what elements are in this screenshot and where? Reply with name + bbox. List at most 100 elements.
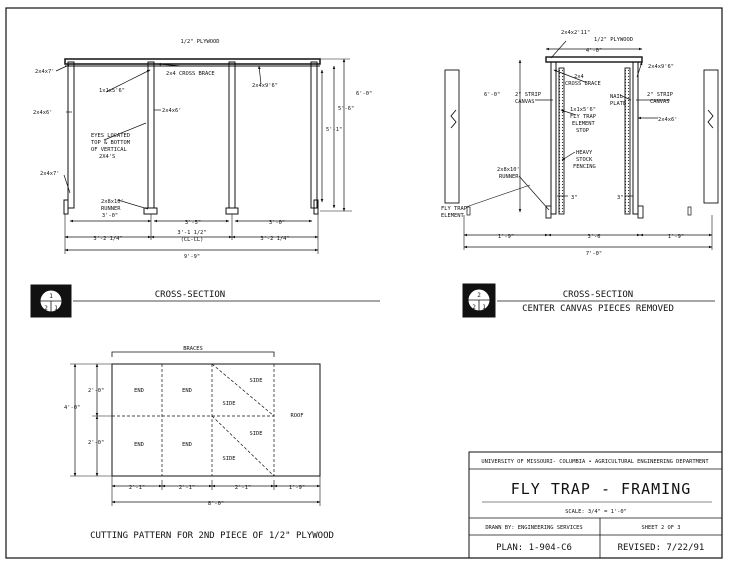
label-nail-plate: PLATE [610,101,626,107]
dim-5-1: 5'-1" [326,127,342,133]
piece-side: SIDE [250,431,263,437]
plan-number: PLAN: 1-904-C6 [496,543,572,553]
dim-cl-cl: (CL-CL) [181,237,204,243]
dim-3-1-1-2: 3'-1 1/2" [177,230,206,236]
runner [225,207,239,215]
vertical-2x4 [67,61,75,209]
label-element-stop: ELEMENT [572,121,595,127]
drawing-title: FLY TRAP - FRAMING [511,480,692,498]
label-1x1: 1x1x5'6" [99,88,125,94]
dim-1-9: 1'-9" [668,234,684,240]
dim-4-0: 4'-0" [586,48,602,54]
label-element-stop: STOP [576,128,589,134]
plywood-sheet [111,363,321,477]
section-title-text: CROSS-SECTION [155,290,225,300]
piece-side: SIDE [250,378,263,384]
label-eyes: EYES LOCATED [91,133,130,139]
vertical-2x4 [632,61,639,215]
sheet-number: 2 [44,305,48,312]
piece-side: SIDE [223,401,236,407]
dim-7-0: 7'-0" [586,251,602,257]
dim-2-1: 2'-1" [235,485,251,491]
label-2x4x7: 2x4x7' [40,171,59,177]
piece-end: END [134,442,144,448]
label-2x4x7: 2x4x7' [35,69,54,75]
cutting-pattern [70,351,321,506]
section-title-text: CROSS-SECTION [563,290,633,300]
cross-section-1-labels: 1/2" PLYWOOD 2x4x7' 1x1x5'6" 2x4 CROSS B… [33,39,372,260]
label-2x4x6: 2x4x6' [162,108,181,114]
cross-section-2 [444,40,719,250]
fly-trap-element-right [703,69,719,204]
label-strip-canvas: CANVAS [650,99,669,105]
label-fencing: HEAVY [576,150,593,156]
section-title-1: 1 2 1 CROSS-SECTION [30,284,380,318]
piece-end: END [182,442,192,448]
label-strip-canvas: 2" STRIP [647,92,673,98]
title-block-text: UNIVERSITY OF MISSOURI- COLUMBIA • AGRIC… [481,459,709,553]
sheet-border [5,7,723,559]
dim-3-2-1-4: 3'-2 1/4" [260,236,289,242]
label-plywood: 1/2" PLYWOOD [181,39,220,45]
section-title-2: 2 2 1 CROSS-SECTION CENTER CANVAS PIECES… [462,283,715,318]
label-element-stop: FLY TRAP [570,114,596,120]
dim-8-0: 8'-0" [208,501,224,507]
dim-2-0: 2'-0" [88,388,104,394]
label-2x4x9: 2x4x9'6" [252,83,278,89]
dim-3-5: 3'-5" [185,220,201,226]
piece-side: SIDE [223,456,236,462]
label-eyes: TOP & BOTTOM [91,140,131,146]
revised-date: REVISED: 7/22/91 [618,543,705,553]
roof-plywood [545,56,643,63]
sheet-number: 1 [482,304,486,311]
dim-3in: 3" [617,195,624,201]
fencing-left [558,67,565,215]
dim-2-1: 2'-1" [179,485,195,491]
dim-2-1: 2'-1" [129,485,145,491]
label-runner: 2x8x10' [101,199,124,205]
cutting-pattern-labels: BRACES END END END END SIDE SIDE SIDE SI… [64,346,334,541]
label-2x4x6: 2x4x6' [658,117,677,123]
cross-section-2-labels: 2x4x2'11" 1/2" PLYWOOD 4'-0" 6'-0" 2x4x9… [441,30,684,257]
cross-section-1 [55,58,352,254]
vertical-2x4 [550,61,557,215]
detail-number: 1 [49,293,53,300]
label-nail-plate: NAIL [610,94,623,100]
scale-label: SCALE: 3/4" = 1'-0" [565,509,627,515]
label-runner: RUNNER [101,206,121,212]
vertical-2x4 [310,61,318,209]
cutting-pattern-caption: CUTTING PATTERN FOR 2ND PIECE OF 1/2" PL… [90,531,334,541]
label-fly-trap-element: FLY TRAP [441,206,467,212]
label-braces: BRACES [183,346,202,352]
runner [143,207,158,215]
label-runner: 2x8x10' [497,167,520,173]
sheet-label: SHEET 2 OF 3 [642,525,681,531]
fly-trap-element-left [444,69,460,204]
piece-end: END [182,388,192,394]
label-eyes: OF VERTICAL [91,147,127,153]
dim-2-0: 2'-0" [88,440,104,446]
dim-4-0: 4'-0" [64,405,80,411]
roof-plywood [64,58,321,65]
label-cross-brace: CROSS BRACE [565,81,601,87]
label-runner: RUNNER [499,174,519,180]
sheet-number: 2 [472,304,476,311]
dim-5-6: 5'-6" [338,106,354,112]
label-2x4x9: 2x4x9'6" [648,64,674,70]
dim-3in: 3" [571,195,578,201]
dim-3-0: 3'-0" [269,220,285,226]
vertical-2x4 [147,61,155,209]
dim-1-9: 1'-9" [289,485,305,491]
label-fly-trap-element: ELEMENT [441,213,464,219]
sheet-number: 1 [54,305,58,312]
piece-roof: ROOF [291,413,304,419]
label-2x4x6: 2x4x6' [33,110,52,116]
dim-6-0: 6'-0" [356,91,372,97]
university-label: UNIVERSITY OF MISSOURI- COLUMBIA • AGRIC… [481,459,709,465]
dim-3-2-1-4: 3'-2 1/4" [93,236,122,242]
piece-end: END [134,388,144,394]
fencing-right [624,67,631,215]
label-fencing: FENCING [573,164,596,170]
